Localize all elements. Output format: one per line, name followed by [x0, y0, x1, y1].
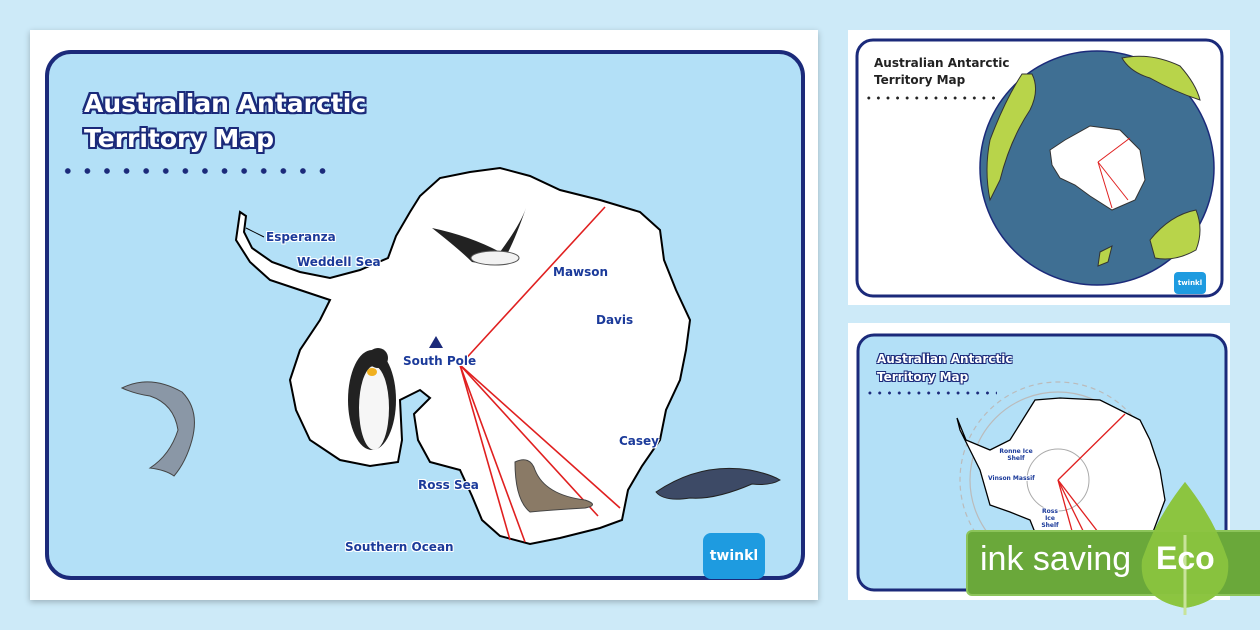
- albatross-illustration: [432, 208, 526, 266]
- label-ross-ice-shelf: Ross Ice Shelf: [1041, 508, 1059, 529]
- eco-text: Eco: [1156, 540, 1215, 576]
- circle-title-line-1: Australian Antarctic: [877, 352, 1013, 366]
- south-pole-marker: [429, 336, 443, 348]
- title-line-2: Territory Map: [84, 124, 275, 153]
- circle-antarctica: [956, 397, 1166, 566]
- globe-land-nz: [1097, 245, 1113, 267]
- circle-title-line-2: Territory Map: [877, 370, 969, 384]
- seal-illustration: [514, 459, 593, 513]
- label-casey: Casey: [619, 434, 660, 448]
- globe-dots-divider: [864, 95, 999, 101]
- map-title: Australian Antarctic Territory Map: [84, 86, 366, 156]
- label-esperanza: Esperanza: [266, 230, 336, 244]
- label-mawson: Mawson: [553, 265, 609, 279]
- label-weddell-sea: Weddell Sea: [297, 255, 381, 269]
- label-south-pole: South Pole: [403, 354, 477, 368]
- globe-title: Australian Antarctic Territory Map: [874, 55, 1009, 89]
- title-line-1: Australian Antarctic: [84, 89, 367, 118]
- label-davis: Davis: [596, 313, 634, 327]
- ink-saving-text: ink saving: [980, 540, 1132, 578]
- globe-land-africa: [1121, 55, 1201, 101]
- label-ronne-ice-shelf: Ronne Ice Shelf: [999, 448, 1033, 462]
- label-ross-sea: Ross Sea: [418, 478, 479, 492]
- globe-twinkl-logo: twinkl: [1174, 272, 1206, 294]
- label-vinson-massif: Vinson Massif: [988, 475, 1035, 482]
- antarctica-shape: [234, 166, 692, 546]
- globe-title-line-2: Territory Map: [874, 73, 966, 87]
- globe-land-australia: [1149, 209, 1201, 260]
- twinkl-logo: twinkl: [703, 533, 765, 579]
- globe-title-line-1: Australian Antarctic: [874, 56, 1010, 70]
- dolphin-illustration: [120, 381, 195, 477]
- whale-illustration: [655, 467, 781, 500]
- label-southern-ocean: Southern Ocean: [345, 540, 454, 554]
- territory-lines: [459, 206, 621, 543]
- penguin-illustration: [348, 348, 396, 450]
- globe-antarctica: [1049, 125, 1146, 211]
- globe-land-south-america: [986, 73, 1036, 202]
- title-dots-divider: [58, 168, 333, 174]
- circle-title: Australian Antarctic Territory Map: [877, 350, 1012, 386]
- circle-dots-divider: [865, 390, 997, 396]
